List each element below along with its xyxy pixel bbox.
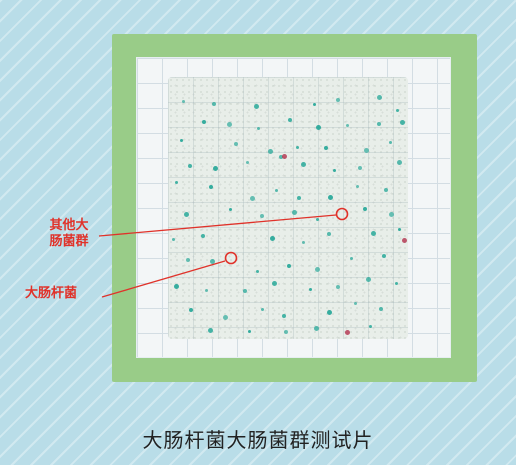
- blue-colony: [253, 103, 259, 109]
- blue-colony: [212, 165, 218, 171]
- other-coliform-marker: [335, 207, 349, 221]
- blue-colony: [327, 232, 331, 236]
- e-coli-label: 大肠杆菌: [25, 286, 78, 301]
- blue-colony: [368, 324, 372, 328]
- other-coliform-pointer: [98, 214, 337, 237]
- blue-colony: [291, 209, 297, 215]
- blue-colony: [222, 314, 228, 320]
- blue-colony: [363, 207, 367, 211]
- blue-colony: [173, 283, 179, 289]
- red-colony: [401, 237, 407, 243]
- blue-colony: [355, 184, 359, 188]
- blue-colony: [327, 194, 333, 200]
- blue-colony: [384, 188, 388, 192]
- blue-colony: [336, 285, 340, 289]
- blue-colony: [332, 168, 336, 172]
- blue-colony: [245, 160, 249, 164]
- blue-colony: [353, 301, 357, 305]
- blue-colony: [189, 308, 193, 312]
- blue-colony: [376, 94, 382, 100]
- blue-colony: [363, 147, 369, 153]
- blue-colony: [204, 288, 208, 292]
- caption: 大肠杆菌大肠菌群测试片: [142, 428, 374, 452]
- blue-colony: [336, 98, 340, 102]
- red-colony: [344, 329, 350, 335]
- blue-colony: [388, 211, 394, 217]
- blue-colony: [274, 188, 278, 192]
- blue-colony: [201, 234, 205, 238]
- blue-colony: [379, 307, 383, 311]
- blue-colony: [267, 148, 273, 154]
- blue-colony: [396, 159, 402, 165]
- blue-colony: [234, 142, 238, 146]
- blue-colony: [209, 185, 213, 189]
- blue-colony: [255, 269, 259, 273]
- blue-colony: [188, 164, 192, 168]
- blue-colony: [382, 254, 386, 258]
- blue-colony: [399, 119, 405, 125]
- blue-colony: [271, 280, 277, 286]
- blue-colony: [186, 258, 190, 262]
- blue-colony: [370, 230, 376, 236]
- blue-colony: [202, 120, 206, 124]
- e-coli-pointer: [101, 260, 226, 298]
- blue-colony: [183, 211, 189, 217]
- blue-colony: [256, 126, 260, 130]
- blue-colony: [358, 166, 362, 170]
- blue-colony: [249, 195, 255, 201]
- e-coli-marker: [224, 251, 238, 265]
- blue-colony: [284, 330, 288, 334]
- blue-colony: [377, 122, 381, 126]
- blue-colony: [314, 266, 320, 272]
- blue-colony: [288, 118, 292, 122]
- blue-colony: [297, 196, 301, 200]
- blue-colony: [174, 180, 178, 184]
- blue-colony: [349, 256, 353, 260]
- blue-colony: [171, 237, 175, 241]
- blue-colony: [179, 138, 183, 142]
- blue-colony: [365, 276, 371, 282]
- blue-colony: [345, 123, 349, 127]
- blue-colony: [279, 155, 283, 159]
- blue-colony: [282, 314, 286, 318]
- blue-colony: [269, 235, 275, 241]
- blue-colony: [313, 325, 319, 331]
- sample-area: [168, 77, 408, 339]
- blue-colony: [247, 329, 251, 333]
- blue-colony: [207, 327, 213, 333]
- blue-colony: [315, 217, 319, 221]
- blue-colony: [212, 102, 216, 106]
- red-colony: [281, 153, 287, 159]
- blue-colony: [260, 214, 264, 218]
- blue-colony: [315, 124, 321, 130]
- blue-colony: [301, 240, 305, 244]
- blue-colony: [395, 108, 399, 112]
- other-coliforms-label: 其他大肠菌群: [49, 218, 89, 249]
- blue-colony: [243, 289, 247, 293]
- blue-colony: [226, 121, 232, 127]
- blue-colony: [287, 264, 291, 268]
- blue-colony: [209, 258, 215, 264]
- blue-colony: [324, 146, 328, 150]
- blue-colony: [394, 281, 398, 285]
- blue-colony: [308, 287, 312, 291]
- blue-colony: [326, 309, 332, 315]
- blue-colony: [295, 145, 299, 149]
- blue-colony: [312, 102, 316, 106]
- blue-colony: [300, 161, 306, 167]
- blue-colony: [388, 140, 392, 144]
- blue-colony: [228, 207, 232, 211]
- blue-colony: [260, 307, 264, 311]
- blue-colony: [397, 227, 401, 231]
- blue-colony: [181, 99, 185, 103]
